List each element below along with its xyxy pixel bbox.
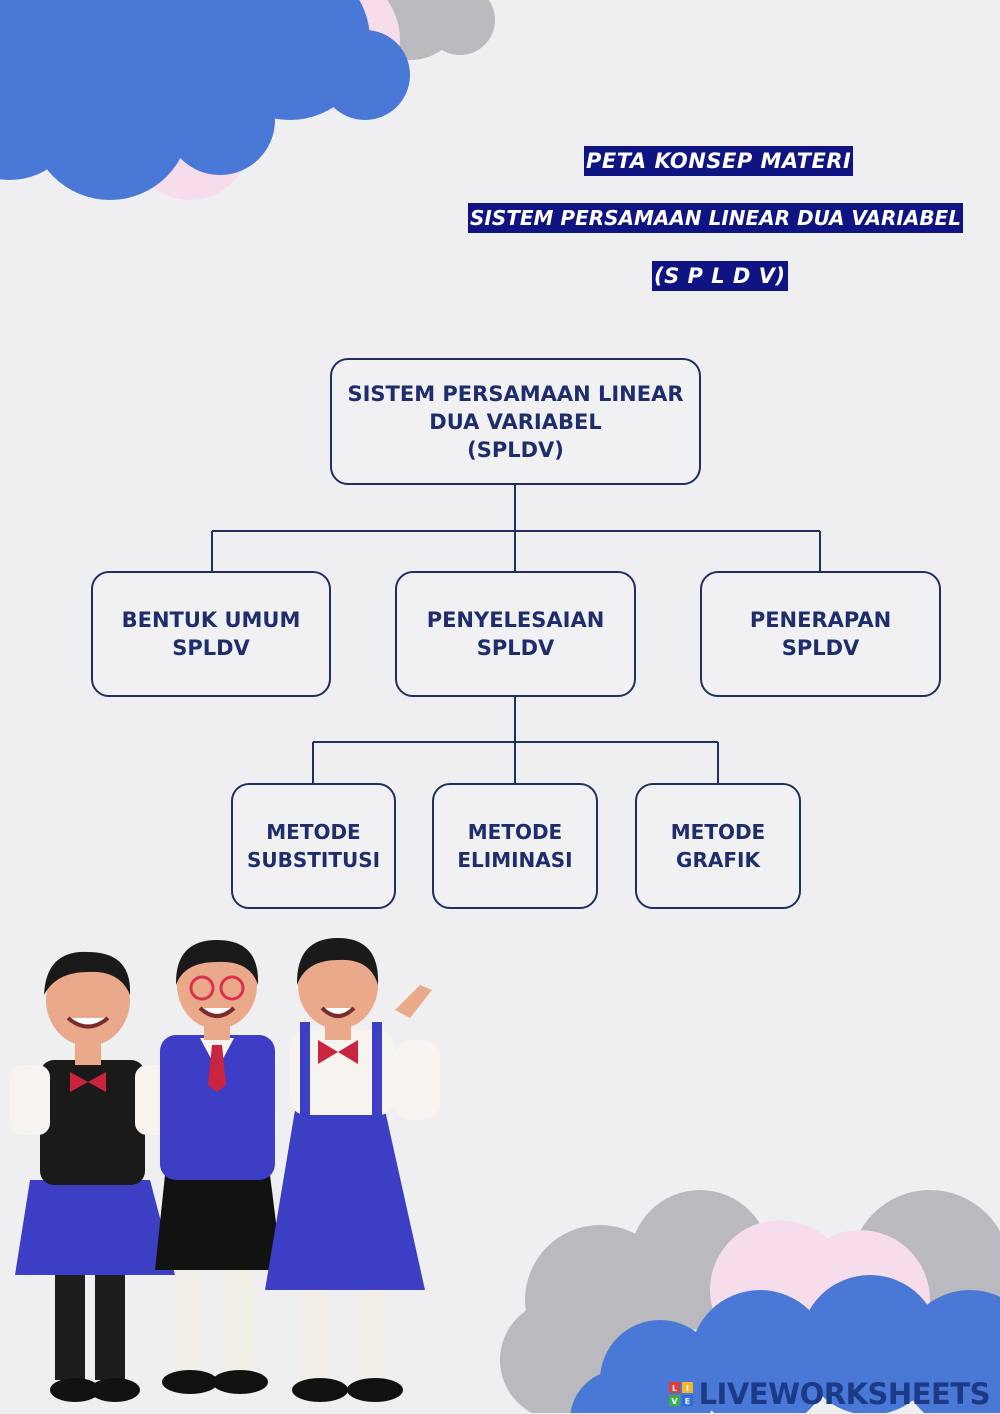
node-text: SPLDV [172, 636, 250, 660]
liveworksheets-logo-icon: L I V E [668, 1382, 693, 1406]
liveworksheets-watermark: L I V E LIVEWORKSHEETS [668, 1374, 991, 1414]
node-text: SPLDV [476, 636, 555, 660]
node-text: GRAFIK [676, 848, 760, 872]
concept-node-eliminasi: METODE ELIMINASI [432, 783, 598, 909]
node-text: PENYELESAIAN [426, 608, 605, 632]
watermark-text: LIVEWORKSHEETS [698, 1377, 991, 1411]
concept-node-penyelesaian: PENYELESAIAN SPLDV [395, 571, 636, 697]
node-text: SPLDV [781, 636, 860, 660]
node-text: DUA VARIABEL [429, 409, 602, 434]
node-text: METODE [467, 820, 563, 844]
node-text: SISTEM PERSAMAAN LINEAR [347, 381, 684, 406]
student-girl-left [10, 951, 175, 1402]
node-text: PENERAPAN [749, 608, 892, 632]
student-girl-middle [155, 940, 282, 1394]
node-text: METODE [266, 820, 361, 844]
node-text: (SPLDV) [467, 437, 564, 462]
title-line-2: SISTEM PERSAMAAN LINEAR DUA VARIABEL [468, 203, 963, 233]
node-text: ELIMINASI [457, 848, 573, 872]
student-girl-right [265, 938, 440, 1402]
concept-node-substitusi: METODE SUBSTITUSI [231, 783, 396, 909]
concept-node-root: SISTEM PERSAMAAN LINEAR DUA VARIABEL (SP… [330, 358, 701, 485]
title-line-3: (S P L D V) [652, 261, 788, 291]
logo-letter: L [672, 1384, 677, 1393]
title-line-1: PETA KONSEP MATERI [584, 146, 854, 176]
logo-letter: I [686, 1384, 689, 1393]
logo-letter: V [671, 1397, 678, 1406]
concept-node-grafik: METODE GRAFIK [635, 783, 801, 909]
node-text: SUBSTITUSI [246, 848, 381, 872]
logo-letter: E [684, 1397, 689, 1406]
concept-node-penerapan: PENERAPAN SPLDV [700, 571, 941, 697]
node-text: METODE [670, 820, 766, 844]
node-text: BENTUK UMUM [121, 608, 301, 632]
concept-node-bentuk-umum: BENTUK UMUM SPLDV [91, 571, 331, 697]
